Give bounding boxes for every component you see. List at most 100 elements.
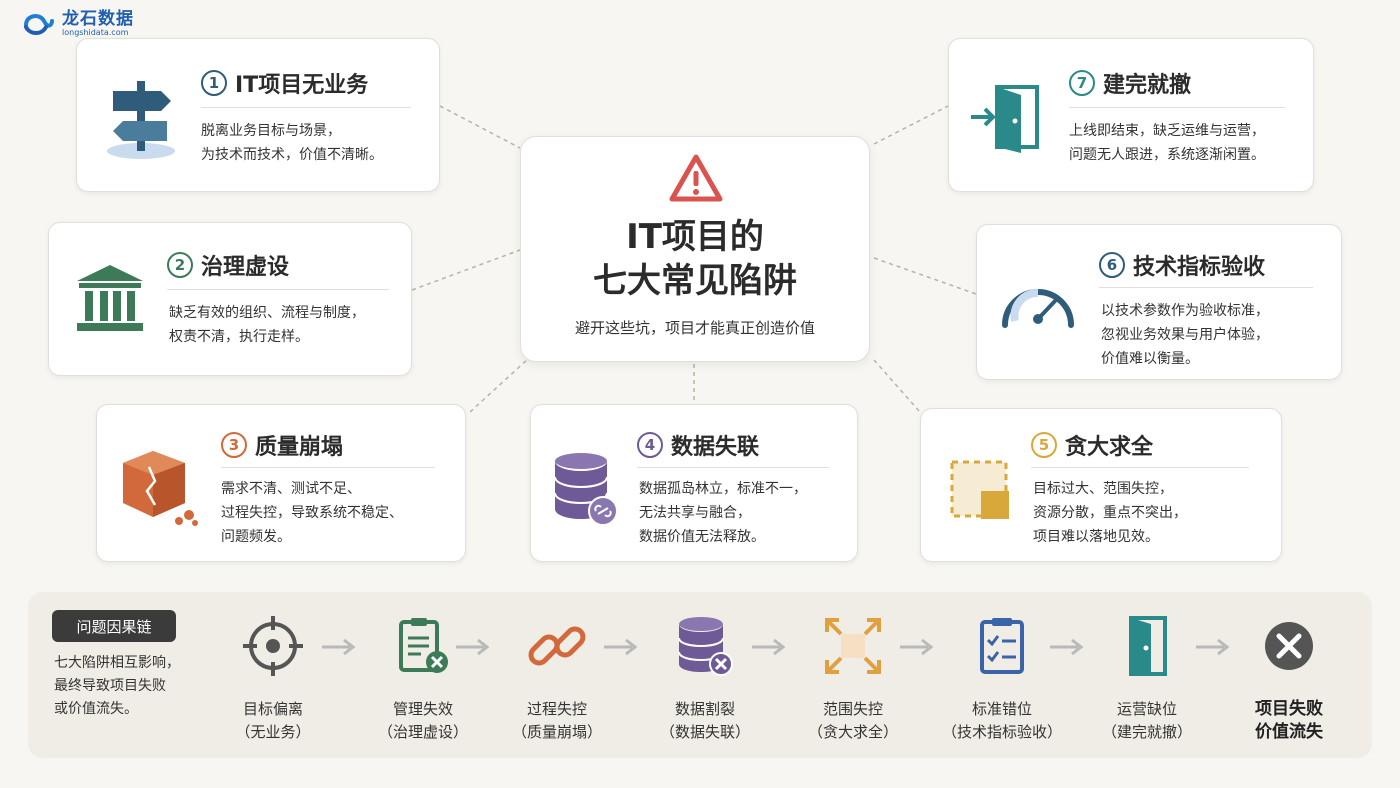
trap-number-1: 1 bbox=[201, 70, 227, 96]
chain-step-label: 目标偏离 bbox=[242, 700, 303, 718]
trap-desc-6: 以技术参数作为验收标准， 忽视业务效果与用户体验， 价值难以衡量。 bbox=[1101, 299, 1269, 371]
connector-7 bbox=[873, 105, 949, 145]
chain-step-6: 标准错位 （技术指标验收） bbox=[932, 614, 1072, 744]
trap-title-2: 2 治理虚设 bbox=[167, 249, 289, 281]
divider bbox=[221, 467, 435, 468]
trap-desc-line: 问题频发。 bbox=[221, 529, 291, 545]
trap-card-1: 1 IT项目无业务 脱离业务目标与场景， 为技术而技术，价值不清晰。 bbox=[76, 38, 440, 192]
gauge-icon bbox=[1002, 289, 1074, 328]
trap-desc-line: 为技术而技术，价值不清晰。 bbox=[201, 147, 383, 163]
trap-title-3: 3 质量崩塌 bbox=[221, 429, 343, 461]
cause-chain-panel: 问题因果链 七大陷阱相互影响， 最终导致项目失败 或价值流失。 目标偏离 （无业… bbox=[28, 592, 1372, 758]
trap-desc-line: 需求不清、测试不足、 bbox=[221, 481, 361, 497]
chain-step-7: 运营缺位 （建完就撤） bbox=[1082, 614, 1212, 744]
center-card: IT项目的 七大常见陷阱 避开这些坑，项目才能真正创造价值 bbox=[520, 136, 870, 362]
target-icon bbox=[243, 616, 303, 676]
chain-step-sub: （无业务） bbox=[235, 723, 311, 741]
cause-chain-desc: 七大陷阱相互影响， 最终导致项目失败 或价值流失。 bbox=[54, 652, 180, 721]
exit-door-icon bbox=[971, 85, 1039, 153]
chain-desc-line: 最终导致项目失败 bbox=[54, 678, 166, 694]
fail-x-icon bbox=[1265, 622, 1313, 670]
trap-desc-line: 忽视业务效果与用户体验， bbox=[1101, 327, 1269, 343]
trap-card-5: 5 贪大求全 目标过大、范围失控， 资源分散，重点不突出， 项目难以落地见效。 bbox=[920, 408, 1282, 562]
chain-step-4: 数据割裂 （数据失联） bbox=[640, 614, 770, 744]
checklist-icon bbox=[980, 618, 1024, 674]
connector-5 bbox=[873, 359, 921, 413]
chain-step-sub: （贪大求全） bbox=[807, 723, 898, 741]
chain-step-1: 目标偏离 （无业务） bbox=[208, 614, 338, 744]
trap-number-7: 7 bbox=[1069, 70, 1095, 96]
trap-title-text-7: 建完就撤 bbox=[1103, 73, 1192, 98]
trap-title-text-3: 质量崩塌 bbox=[255, 435, 344, 460]
trap-desc-line: 过程失控，导致系统不稳定、 bbox=[221, 505, 403, 521]
chain-step-label: 过程失控 bbox=[526, 700, 587, 718]
trap-title-text-5: 贪大求全 bbox=[1065, 435, 1154, 460]
chain-final-label: 项目失败 bbox=[1255, 699, 1323, 719]
trap-desc-line: 问题无人跟进，系统逐渐闲置。 bbox=[1069, 147, 1265, 163]
trap-desc-line: 上线即结束，缺乏运维与运营， bbox=[1069, 123, 1265, 139]
trap-number-2: 2 bbox=[167, 252, 193, 278]
brand-url: longshidata.com bbox=[62, 28, 129, 37]
connector-1 bbox=[439, 105, 521, 149]
database-link-icon bbox=[554, 453, 618, 526]
divider bbox=[637, 467, 829, 468]
divider bbox=[201, 107, 411, 108]
trap-desc-line: 价值难以衡量。 bbox=[1101, 351, 1199, 367]
trap-desc-line: 资源分散，重点不突出， bbox=[1033, 505, 1187, 521]
center-subtitle: 避开这些坑，项目才能真正创造价值 bbox=[574, 319, 815, 337]
broken-chain-icon bbox=[528, 626, 586, 666]
chain-step-final: 项目失败 价值流失 bbox=[1224, 614, 1354, 744]
trap-desc-3: 需求不清、测试不足、 过程失控，导致系统不稳定、 问题频发。 bbox=[221, 477, 403, 549]
trap-desc-1: 脱离业务目标与场景， 为技术而技术，价值不清晰。 bbox=[201, 119, 383, 167]
trap-title-7: 7 建完就撤 bbox=[1069, 67, 1191, 99]
trap-desc-line: 无法共享与融合， bbox=[639, 505, 751, 521]
trap-desc-line: 目标过大、范围失控， bbox=[1033, 481, 1173, 497]
center-title-line2: 七大常见陷阱 bbox=[593, 261, 797, 301]
trap-desc-line: 权责不清，执行走样。 bbox=[169, 329, 309, 345]
trap-desc-2: 缺乏有效的组织、流程与制度， 权责不清，执行走样。 bbox=[169, 301, 365, 349]
trap-number-3: 3 bbox=[221, 432, 247, 458]
chain-step-label: 管理失效 bbox=[392, 700, 453, 718]
trap-title-text-2: 治理虚设 bbox=[201, 255, 290, 280]
trap-title-4: 4 数据失联 bbox=[637, 429, 759, 461]
trap-desc-7: 上线即结束，缺乏运维与运营， 问题无人跟进，系统逐渐闲置。 bbox=[1069, 119, 1265, 167]
trap-number-5: 5 bbox=[1031, 432, 1057, 458]
divider bbox=[1031, 467, 1249, 468]
cause-chain-badge: 问题因果链 bbox=[52, 610, 176, 642]
brand-mark-icon bbox=[24, 13, 54, 35]
expand-arrows-icon bbox=[825, 618, 881, 674]
chain-step-label: 数据割裂 bbox=[674, 700, 735, 718]
chain-step-2: 管理失效 （治理虚设） bbox=[358, 614, 488, 744]
trap-card-6: 6 技术指标验收 以技术参数作为验收标准， 忽视业务效果与用户体验， 价值难以衡… bbox=[976, 224, 1342, 380]
trap-card-7: 7 建完就撤 上线即结束，缺乏运维与运营， 问题无人跟进，系统逐渐闲置。 bbox=[948, 38, 1314, 192]
trap-desc-line: 以技术参数作为验收标准， bbox=[1101, 303, 1269, 319]
institution-icon bbox=[77, 265, 143, 331]
chain-arrow-icon bbox=[1196, 638, 1230, 656]
chain-step-sub: （质量崩塌） bbox=[511, 723, 602, 741]
connector-6 bbox=[873, 257, 977, 295]
chain-desc-line: 七大陷阱相互影响， bbox=[54, 655, 180, 671]
trap-desc-line: 脱离业务目标与场景， bbox=[201, 123, 341, 139]
chain-step-sub: （治理虚设） bbox=[377, 723, 468, 741]
cracked-cube-icon bbox=[123, 451, 198, 526]
trap-desc-4: 数据孤岛林立，标准不一， 无法共享与融合， 数据价值无法释放。 bbox=[639, 477, 807, 549]
clipboard-x-icon bbox=[399, 618, 448, 673]
trap-title-text-4: 数据失联 bbox=[671, 435, 760, 460]
trap-title-5: 5 贪大求全 bbox=[1031, 429, 1153, 461]
chain-step-sub: （数据失联） bbox=[659, 723, 750, 741]
chain-arrow-icon bbox=[900, 638, 934, 656]
database-x-icon bbox=[678, 617, 733, 676]
divider bbox=[1099, 287, 1313, 288]
divider bbox=[1069, 107, 1285, 108]
trap-number-6: 6 bbox=[1099, 252, 1125, 278]
trap-desc-5: 目标过大、范围失控， 资源分散，重点不突出， 项目难以落地见效。 bbox=[1033, 477, 1187, 549]
chain-step-label: 运营缺位 bbox=[1116, 700, 1177, 718]
chain-step-sub: （技术指标验收） bbox=[941, 723, 1062, 741]
chain-arrow-icon bbox=[1050, 638, 1084, 656]
trap-title-6: 6 技术指标验收 bbox=[1099, 249, 1265, 281]
chain-arrow-icon bbox=[322, 638, 356, 656]
trap-card-3: 3 质量崩塌 需求不清、测试不足、 过程失控，导致系统不稳定、 问题频发。 bbox=[96, 404, 466, 562]
chain-final-sub: 价值流失 bbox=[1255, 722, 1323, 742]
signpost-icon bbox=[107, 81, 175, 159]
